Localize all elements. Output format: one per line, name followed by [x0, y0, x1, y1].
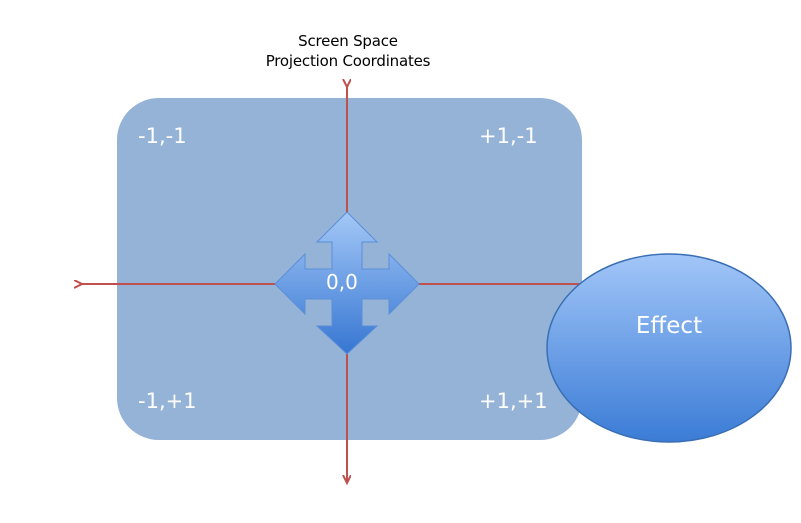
- move-arrows-icon: [274, 211, 420, 355]
- effect-label: Effect: [635, 313, 703, 339]
- origin-label: 0,0: [326, 270, 358, 294]
- title-line-2: Projection Coordinates: [265, 52, 431, 70]
- corner-label-top-right: +1,-1: [479, 124, 538, 148]
- corner-label-bottom-right: +1,+1: [479, 389, 548, 413]
- title-line-1: Screen Space: [298, 32, 398, 50]
- corner-label-bottom-left: -1,+1: [138, 389, 197, 413]
- effect-ellipse: [546, 253, 792, 443]
- corner-label-top-left: -1,-1: [138, 124, 187, 148]
